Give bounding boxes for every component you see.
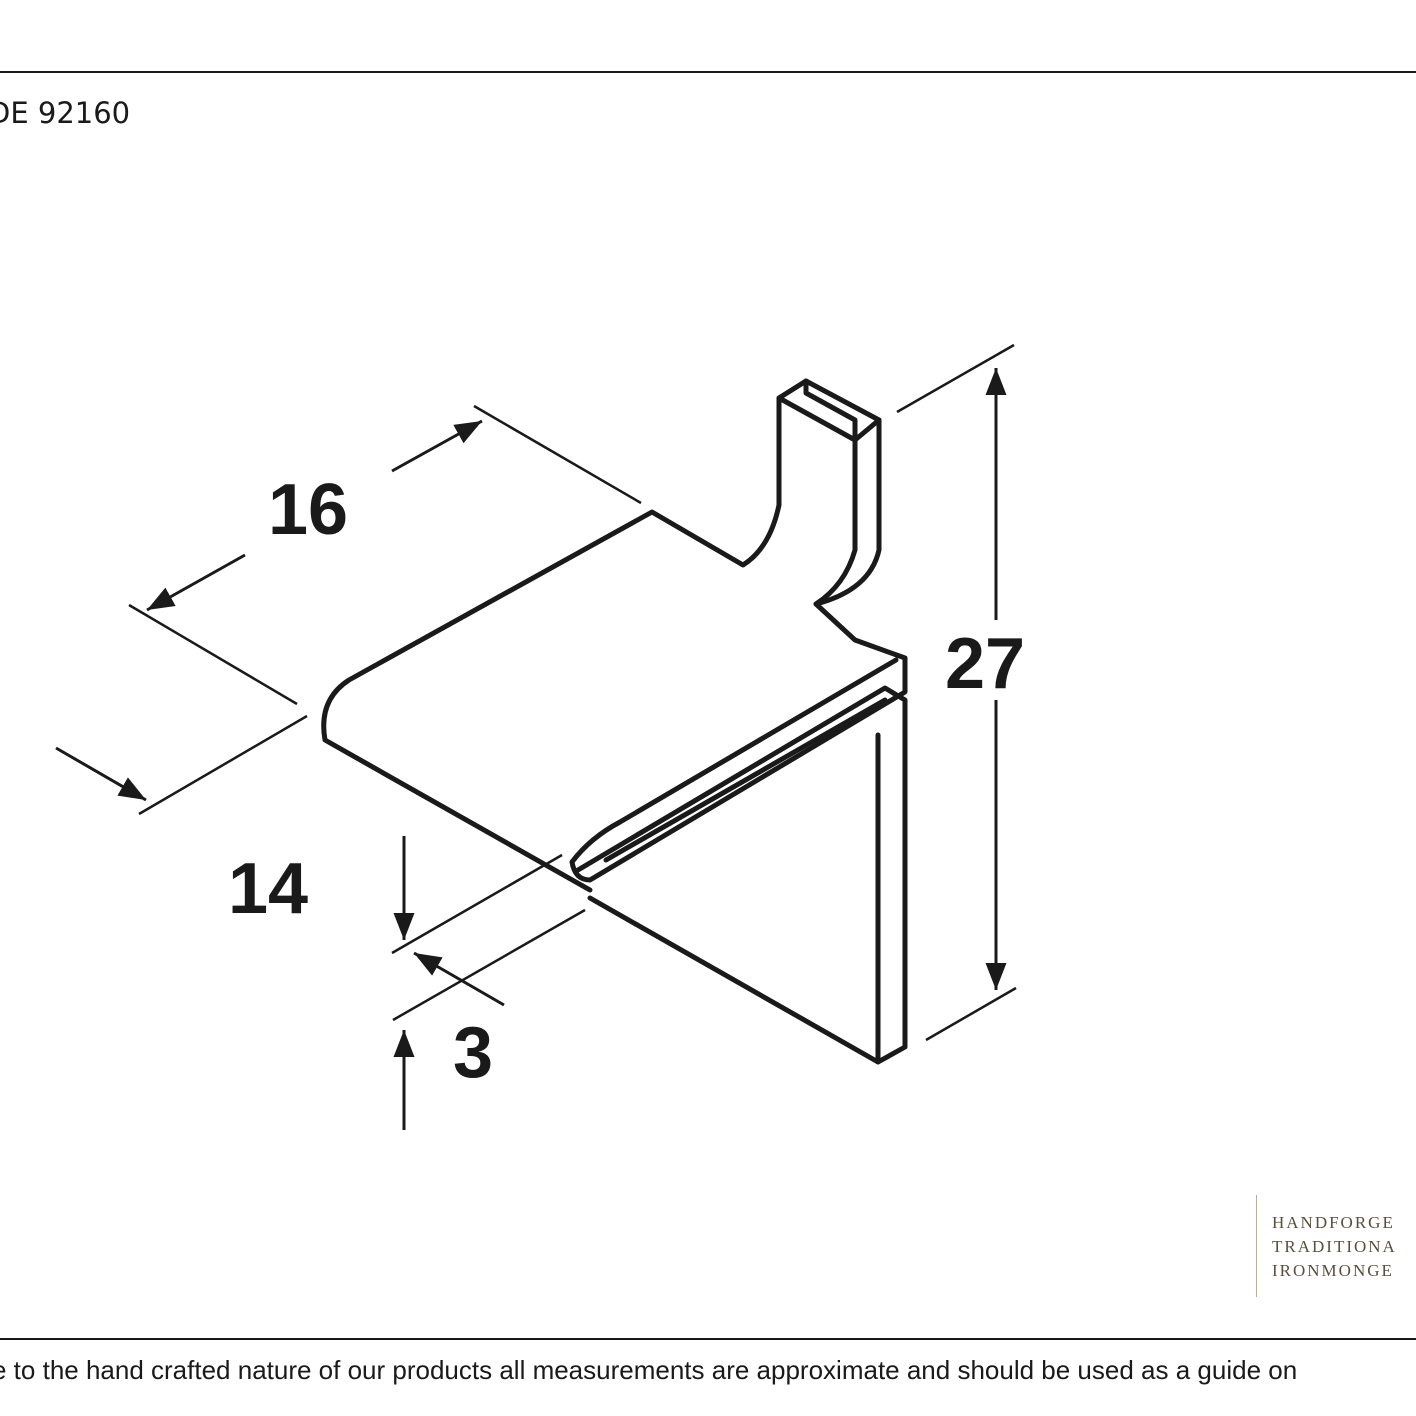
width-ext-left bbox=[128, 603, 298, 706]
dimension-label-thickness: 3 bbox=[453, 1013, 493, 1093]
logo-line-2: TRADITIONA bbox=[1272, 1237, 1397, 1256]
depth-ext-right bbox=[391, 853, 563, 955]
height-ext-bottom bbox=[925, 986, 1017, 1042]
brand-logo: HANDFORGE TRADITIONA IRONMONGE bbox=[1256, 1195, 1416, 1297]
width-arrow-right bbox=[391, 419, 483, 473]
logo-divider bbox=[1256, 1195, 1257, 1297]
tab-top-edge bbox=[776, 395, 882, 443]
thickness-ext-bottom bbox=[392, 908, 586, 1022]
bottom-rule bbox=[0, 1338, 1416, 1340]
logo-text: HANDFORGE TRADITIONA IRONMONGE bbox=[1272, 1211, 1397, 1283]
depth-ext-left bbox=[138, 714, 308, 816]
depth-arrow-left bbox=[55, 746, 147, 802]
dimension-lines bbox=[55, 343, 1017, 1130]
top-rule bbox=[0, 71, 1416, 73]
width-ext-right bbox=[473, 404, 642, 505]
dimension-label-height: 27 bbox=[945, 624, 1025, 704]
depth-arrow-right bbox=[413, 951, 505, 1007]
width-arrow-left bbox=[146, 553, 246, 612]
logo-line-3: IRONMONGE bbox=[1272, 1261, 1394, 1280]
logo-line-1: HANDFORGE bbox=[1272, 1213, 1395, 1232]
tab-side bbox=[803, 378, 858, 607]
bracket-outline bbox=[321, 378, 908, 1065]
dimension-label-depth: 14 bbox=[228, 849, 308, 929]
footer-disclaimer: e to the hand crafted nature of our prod… bbox=[0, 1355, 1298, 1385]
shelf-plate bbox=[321, 378, 908, 893]
product-code: DE 92160 bbox=[0, 96, 131, 130]
web-panel bbox=[575, 685, 908, 1065]
height-ext-top bbox=[896, 343, 1015, 414]
slot-groove bbox=[603, 697, 888, 863]
dimension-label-width: 16 bbox=[268, 470, 348, 550]
